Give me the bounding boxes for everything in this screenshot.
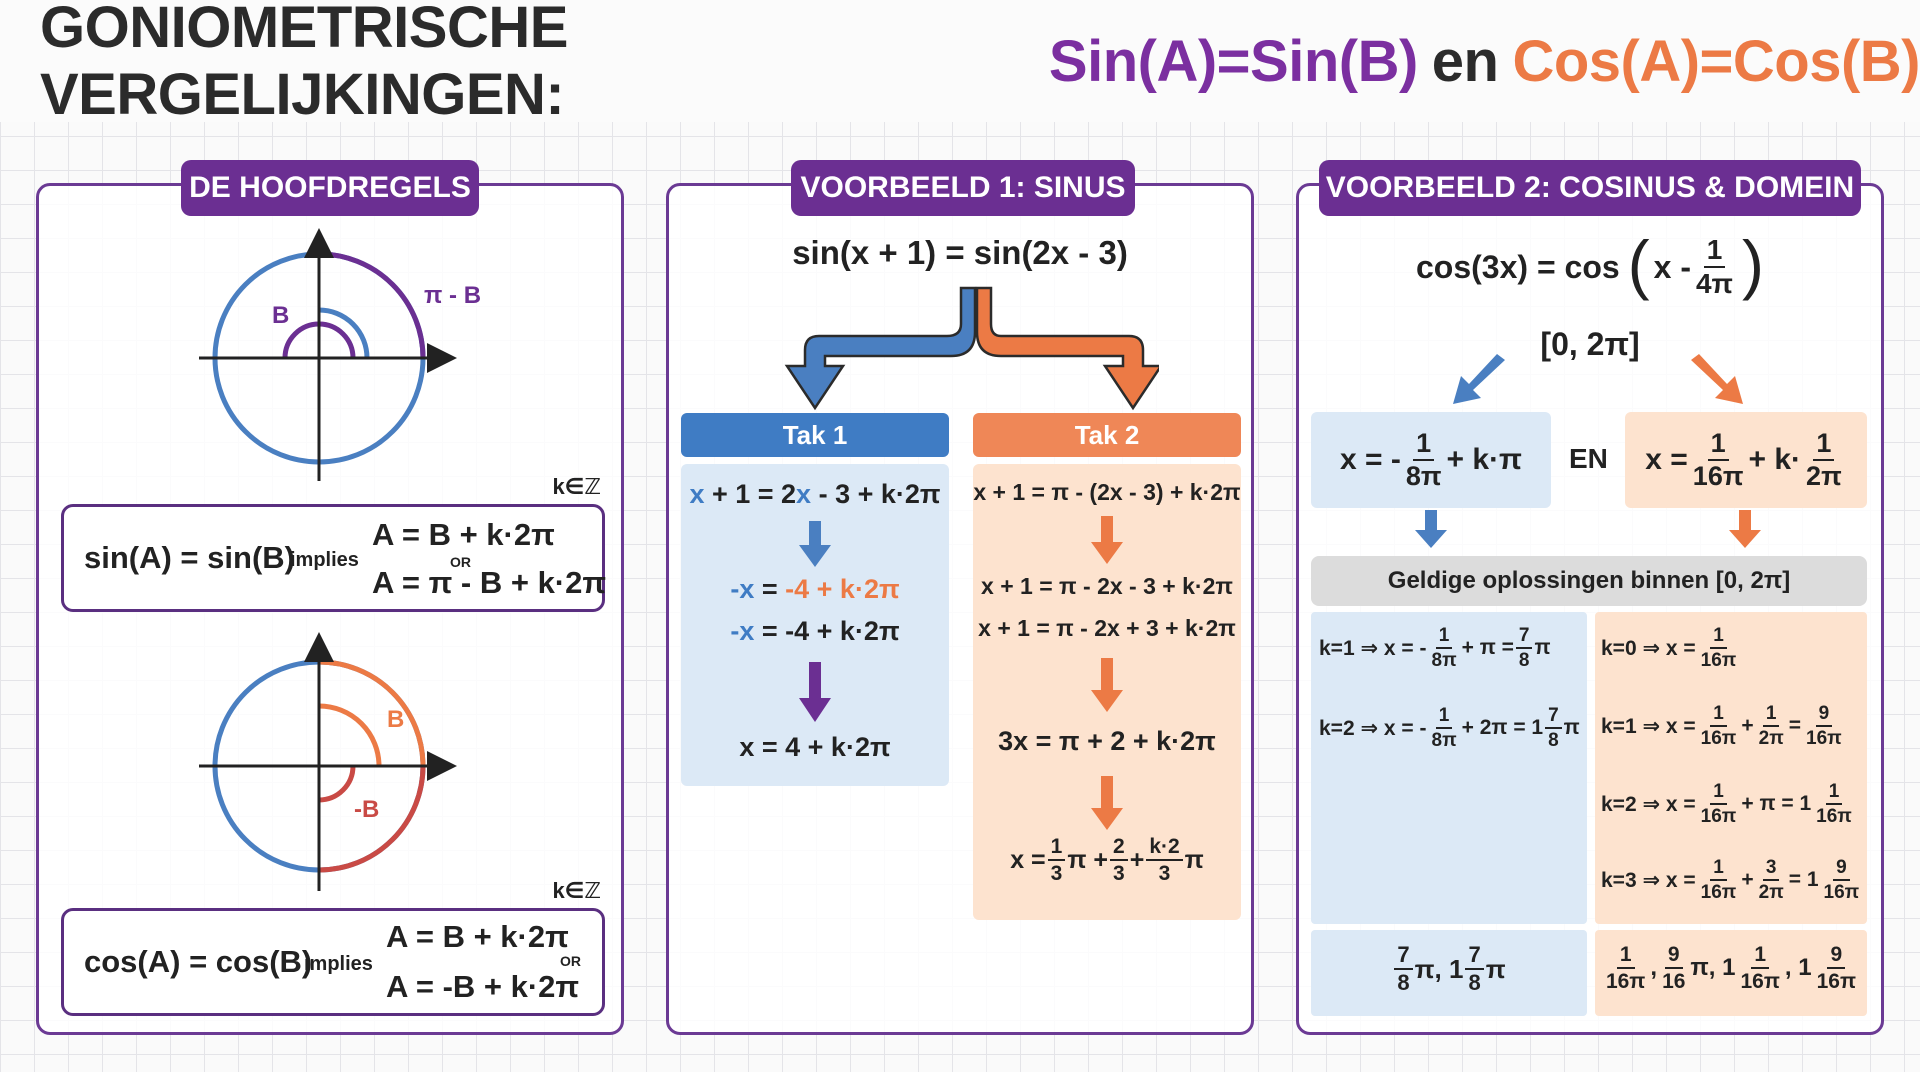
arrow-down-icon xyxy=(1415,510,1447,548)
title-cos: Cos(A)=Cos(B) xyxy=(1512,28,1920,94)
arrow-down-icon xyxy=(799,521,831,567)
rule-cos-line1: A = B + k·2π xyxy=(386,919,569,954)
rule-cos-line2: A = -B + k·2π xyxy=(386,969,580,1004)
arrow-down-icon xyxy=(1091,776,1123,830)
panel-voorbeeld-cosinus: VOORBEELD 2: COSINUS & DOMEIN cos(3x) = … xyxy=(1296,160,1884,1035)
tak1-step2: -x = -4 + k·2π xyxy=(730,574,900,604)
unit-circle-sin xyxy=(199,228,457,481)
tak2-step1: x + 1 = π - (2x - 3) + k·2π xyxy=(973,479,1241,505)
valid-solutions-header: Geldige oplossingen binnen [0, 2π] xyxy=(1311,556,1867,606)
tak1-step3: -x = -4 + k·2π xyxy=(730,616,900,646)
panel-voorbeeld-sinus: VOORBEELD 1: SINUS sin(x + 1) = sin(2x -… xyxy=(666,160,1254,1035)
arrow-down-icon xyxy=(1729,510,1761,548)
k-integer-label: k∈ℤ xyxy=(552,474,601,499)
tak2-header: Tak 2 xyxy=(973,413,1241,457)
rule-sin-line2: A = π - B + k·2π xyxy=(372,565,607,600)
k-integer-label: k∈ℤ xyxy=(552,878,601,903)
panel-hoofdregels: DE HOOFDREGELS B π - B k∈ℤ sin(A) = sin(… xyxy=(36,160,624,1035)
label-neg-b: -B xyxy=(354,796,380,823)
arrow-down-icon xyxy=(799,662,831,722)
label-b: B xyxy=(272,302,290,329)
label-pi-minus-b: π - B xyxy=(424,282,482,309)
rule-sin-implies: implies xyxy=(290,549,359,571)
tak1-header: Tak 1 xyxy=(681,413,949,457)
split-arrows xyxy=(784,286,1159,411)
valid-left-box xyxy=(1311,612,1587,924)
rule-cos-box: cos(A) = cos(B) implies A = B + k·2π OR … xyxy=(61,908,605,1016)
final-left-box xyxy=(1311,930,1587,1016)
title-en: en xyxy=(1431,28,1499,94)
panel-header: DE HOOFDREGELS xyxy=(181,160,479,216)
arrow-down-icon xyxy=(1091,658,1123,712)
valid-right-box xyxy=(1595,612,1867,924)
rule-cos-implies: implies xyxy=(304,953,373,975)
label-b-cos: B xyxy=(387,706,405,733)
rule-sin-or: OR xyxy=(450,554,471,570)
unit-circle-cos xyxy=(199,632,457,891)
tak2-step2: x + 1 = π - 2x - 3 + k·2π xyxy=(981,573,1233,599)
tak2-step4: 3x = π + 2 + k·2π xyxy=(998,726,1216,756)
arrow-down-right-icon xyxy=(1691,354,1743,404)
rule-sin-box: sin(A) = sin(B) implies A = B + k·2π OR … xyxy=(61,504,607,612)
arrow-down-left-icon xyxy=(1453,354,1505,404)
rule-sin-line1: A = B + k·2π xyxy=(372,517,555,552)
tak1-body xyxy=(681,464,949,786)
tak2-step3: x + 1 = π - 2x + 3 + k·2π xyxy=(978,615,1236,641)
en-label: EN xyxy=(1569,443,1608,474)
domain-label: [0, 2π] xyxy=(1540,326,1640,362)
rule-cos-or: OR xyxy=(560,953,581,969)
tak1-step1: x + 1 = 2x - 3 + k·2π xyxy=(689,479,941,509)
page-title: GONIOMETRISCHE VERGELIJKINGEN: Sin(A)=Si… xyxy=(0,0,1920,127)
rule-sin-left: sin(A) = sin(B) xyxy=(84,540,295,575)
rule-cos-left: cos(A) = cos(B) xyxy=(84,944,313,979)
tak1-result: x = 4 + k·2π xyxy=(739,732,891,762)
title-main: GONIOMETRISCHE VERGELIJKINGEN: xyxy=(40,0,568,127)
sin-equation: sin(x + 1) = sin(2x - 3) xyxy=(792,234,1128,271)
panel-header: VOORBEELD 1: SINUS xyxy=(791,160,1135,216)
final-right-box xyxy=(1595,930,1867,1016)
arrow-down-icon xyxy=(1091,516,1123,564)
title-sin: Sin(A)=Sin(B) xyxy=(1048,28,1418,94)
panel-header: VOORBEELD 2: COSINUS & DOMEIN xyxy=(1319,160,1861,216)
